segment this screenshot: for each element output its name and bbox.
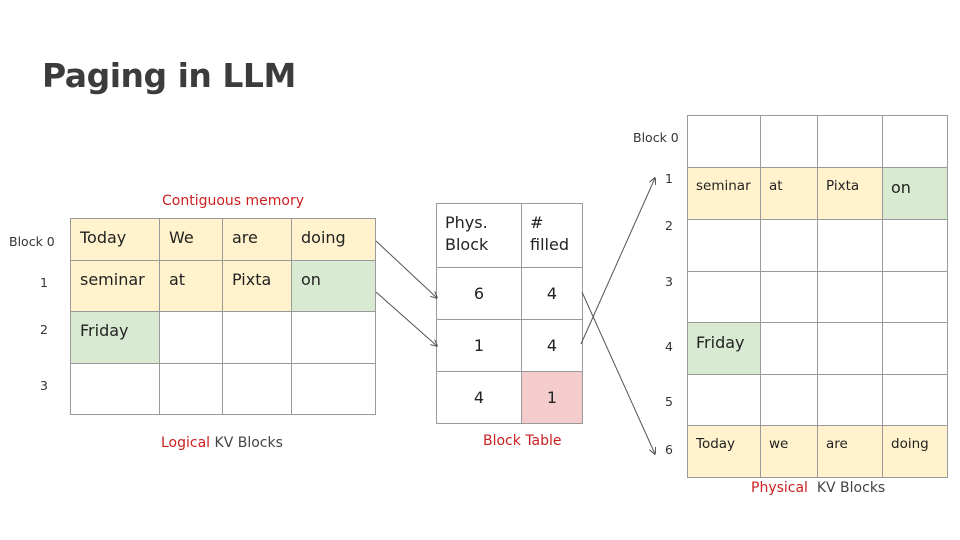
logical-cell-1-3: on [291, 260, 376, 312]
logical-kv-blocks-caption: Logical KV Blocks [161, 435, 283, 451]
physical-block-row-0 [687, 115, 948, 168]
logical-cell-1-1: at [159, 260, 223, 312]
physical-block-row-5 [687, 374, 948, 426]
arrow-logical0-to-table [375, 240, 437, 298]
physical-row-label-0: Block 0 [633, 130, 679, 145]
logical-row-label-1: 1 [40, 275, 48, 290]
contiguous-memory-label: Contiguous memory [162, 193, 305, 209]
physical-cell-3-1 [760, 271, 818, 323]
physical-cell-1-1: at [760, 167, 818, 220]
physical-cell-1-0: seminar [687, 167, 761, 220]
logical-block-row-2: Friday [70, 311, 376, 364]
filled-count-cell-1: 4 [521, 319, 583, 372]
physical-row-label-5: 5 [665, 394, 673, 409]
physical-cell-1-3: on [882, 167, 948, 220]
logical-cell-2-0: Friday [70, 311, 160, 364]
physical-row-label-6: 6 [665, 442, 673, 457]
physical-cell-4-3 [882, 322, 948, 375]
filled-count-cell-0: 4 [521, 267, 583, 320]
arrow-logical1-to-table [375, 291, 437, 346]
arrow-table-to-physical6 [581, 291, 655, 454]
logical-row-label-3: 3 [40, 378, 48, 393]
logical-row-label-2: 2 [40, 322, 48, 337]
physical-cell-4-1 [760, 322, 818, 375]
physical-cell-3-0 [687, 271, 761, 323]
physical-cell-4-0: Friday [687, 322, 761, 375]
phys-block-cell-2: 4 [436, 371, 522, 424]
filled-header: # filled [521, 203, 583, 268]
physical-cell-0-1 [760, 115, 818, 168]
logical-cell-1-2: Pixta [222, 260, 292, 312]
logical-row-label-0: Block 0 [9, 234, 55, 249]
block-table-caption: Block Table [483, 433, 562, 449]
physical-row-label-1: 1 [665, 171, 673, 186]
kv-blocks-word: KV Blocks [210, 435, 283, 451]
physical-word: Physical [751, 480, 808, 496]
filled-count-cell-2: 1 [521, 371, 583, 424]
physical-kv-blocks-word: KV Blocks [807, 480, 886, 496]
physical-cell-5-0 [687, 374, 761, 426]
logical-cell-3-1 [159, 363, 223, 415]
physical-block-row-2 [687, 219, 948, 272]
logical-cell-0-1: We [159, 218, 223, 261]
physical-cell-6-1: we [760, 425, 818, 478]
physical-cell-2-0 [687, 219, 761, 272]
page-title: Paging in LLM [42, 56, 296, 95]
physical-cell-2-2 [817, 219, 883, 272]
physical-cell-6-3: doing [882, 425, 948, 478]
physical-block-row-4: Friday [687, 322, 948, 375]
physical-row-label-4: 4 [665, 339, 673, 354]
arrow-table-to-physical1 [580, 178, 655, 345]
logical-word: Logical [161, 435, 211, 451]
physical-kv-blocks-caption: Physical KV Blocks [751, 480, 885, 496]
physical-row-label-3: 3 [665, 274, 673, 289]
logical-cell-3-3 [291, 363, 376, 415]
logical-cell-3-0 [70, 363, 160, 415]
logical-block-row-3 [70, 363, 376, 415]
logical-cell-3-2 [222, 363, 292, 415]
physical-row-label-2: 2 [665, 218, 673, 233]
physical-cell-3-3 [882, 271, 948, 323]
physical-cell-1-2: Pixta [817, 167, 883, 220]
physical-block-row-3 [687, 271, 948, 323]
block-table-header: Phys. Block# filled [436, 203, 583, 268]
physical-cell-2-1 [760, 219, 818, 272]
logical-cell-0-3: doing [291, 218, 376, 261]
